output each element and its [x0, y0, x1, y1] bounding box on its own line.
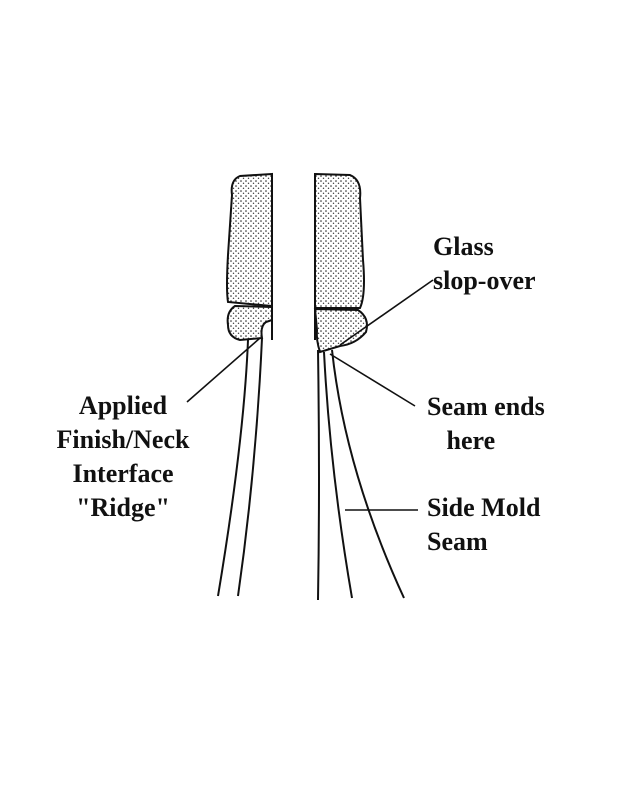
finish-right-upper	[314, 172, 365, 309]
side-mold-seam-line	[323, 351, 353, 599]
label-seam-ends: Seam ends here	[427, 392, 545, 455]
label-glass-slopover: Glass slop-over	[433, 232, 536, 295]
neck-left-outer	[217, 339, 249, 597]
finish-left-upper	[226, 172, 273, 308]
leader-lines	[186, 279, 434, 511]
leader-glass-slopover	[339, 279, 434, 346]
label-applied-finish: Applied Finish/Neck Interface "Ridge"	[56, 391, 190, 522]
finish-left-ring	[226, 304, 273, 342]
label-side-mold-seam: Side Mold Seam	[427, 493, 541, 556]
leader-applied-finish	[186, 337, 261, 403]
finish-right-ring	[313, 307, 368, 354]
neck-center	[317, 349, 320, 601]
neck-left-inner	[237, 337, 263, 597]
neck-right-outer	[331, 349, 405, 599]
leader-seam-ends	[329, 353, 416, 407]
